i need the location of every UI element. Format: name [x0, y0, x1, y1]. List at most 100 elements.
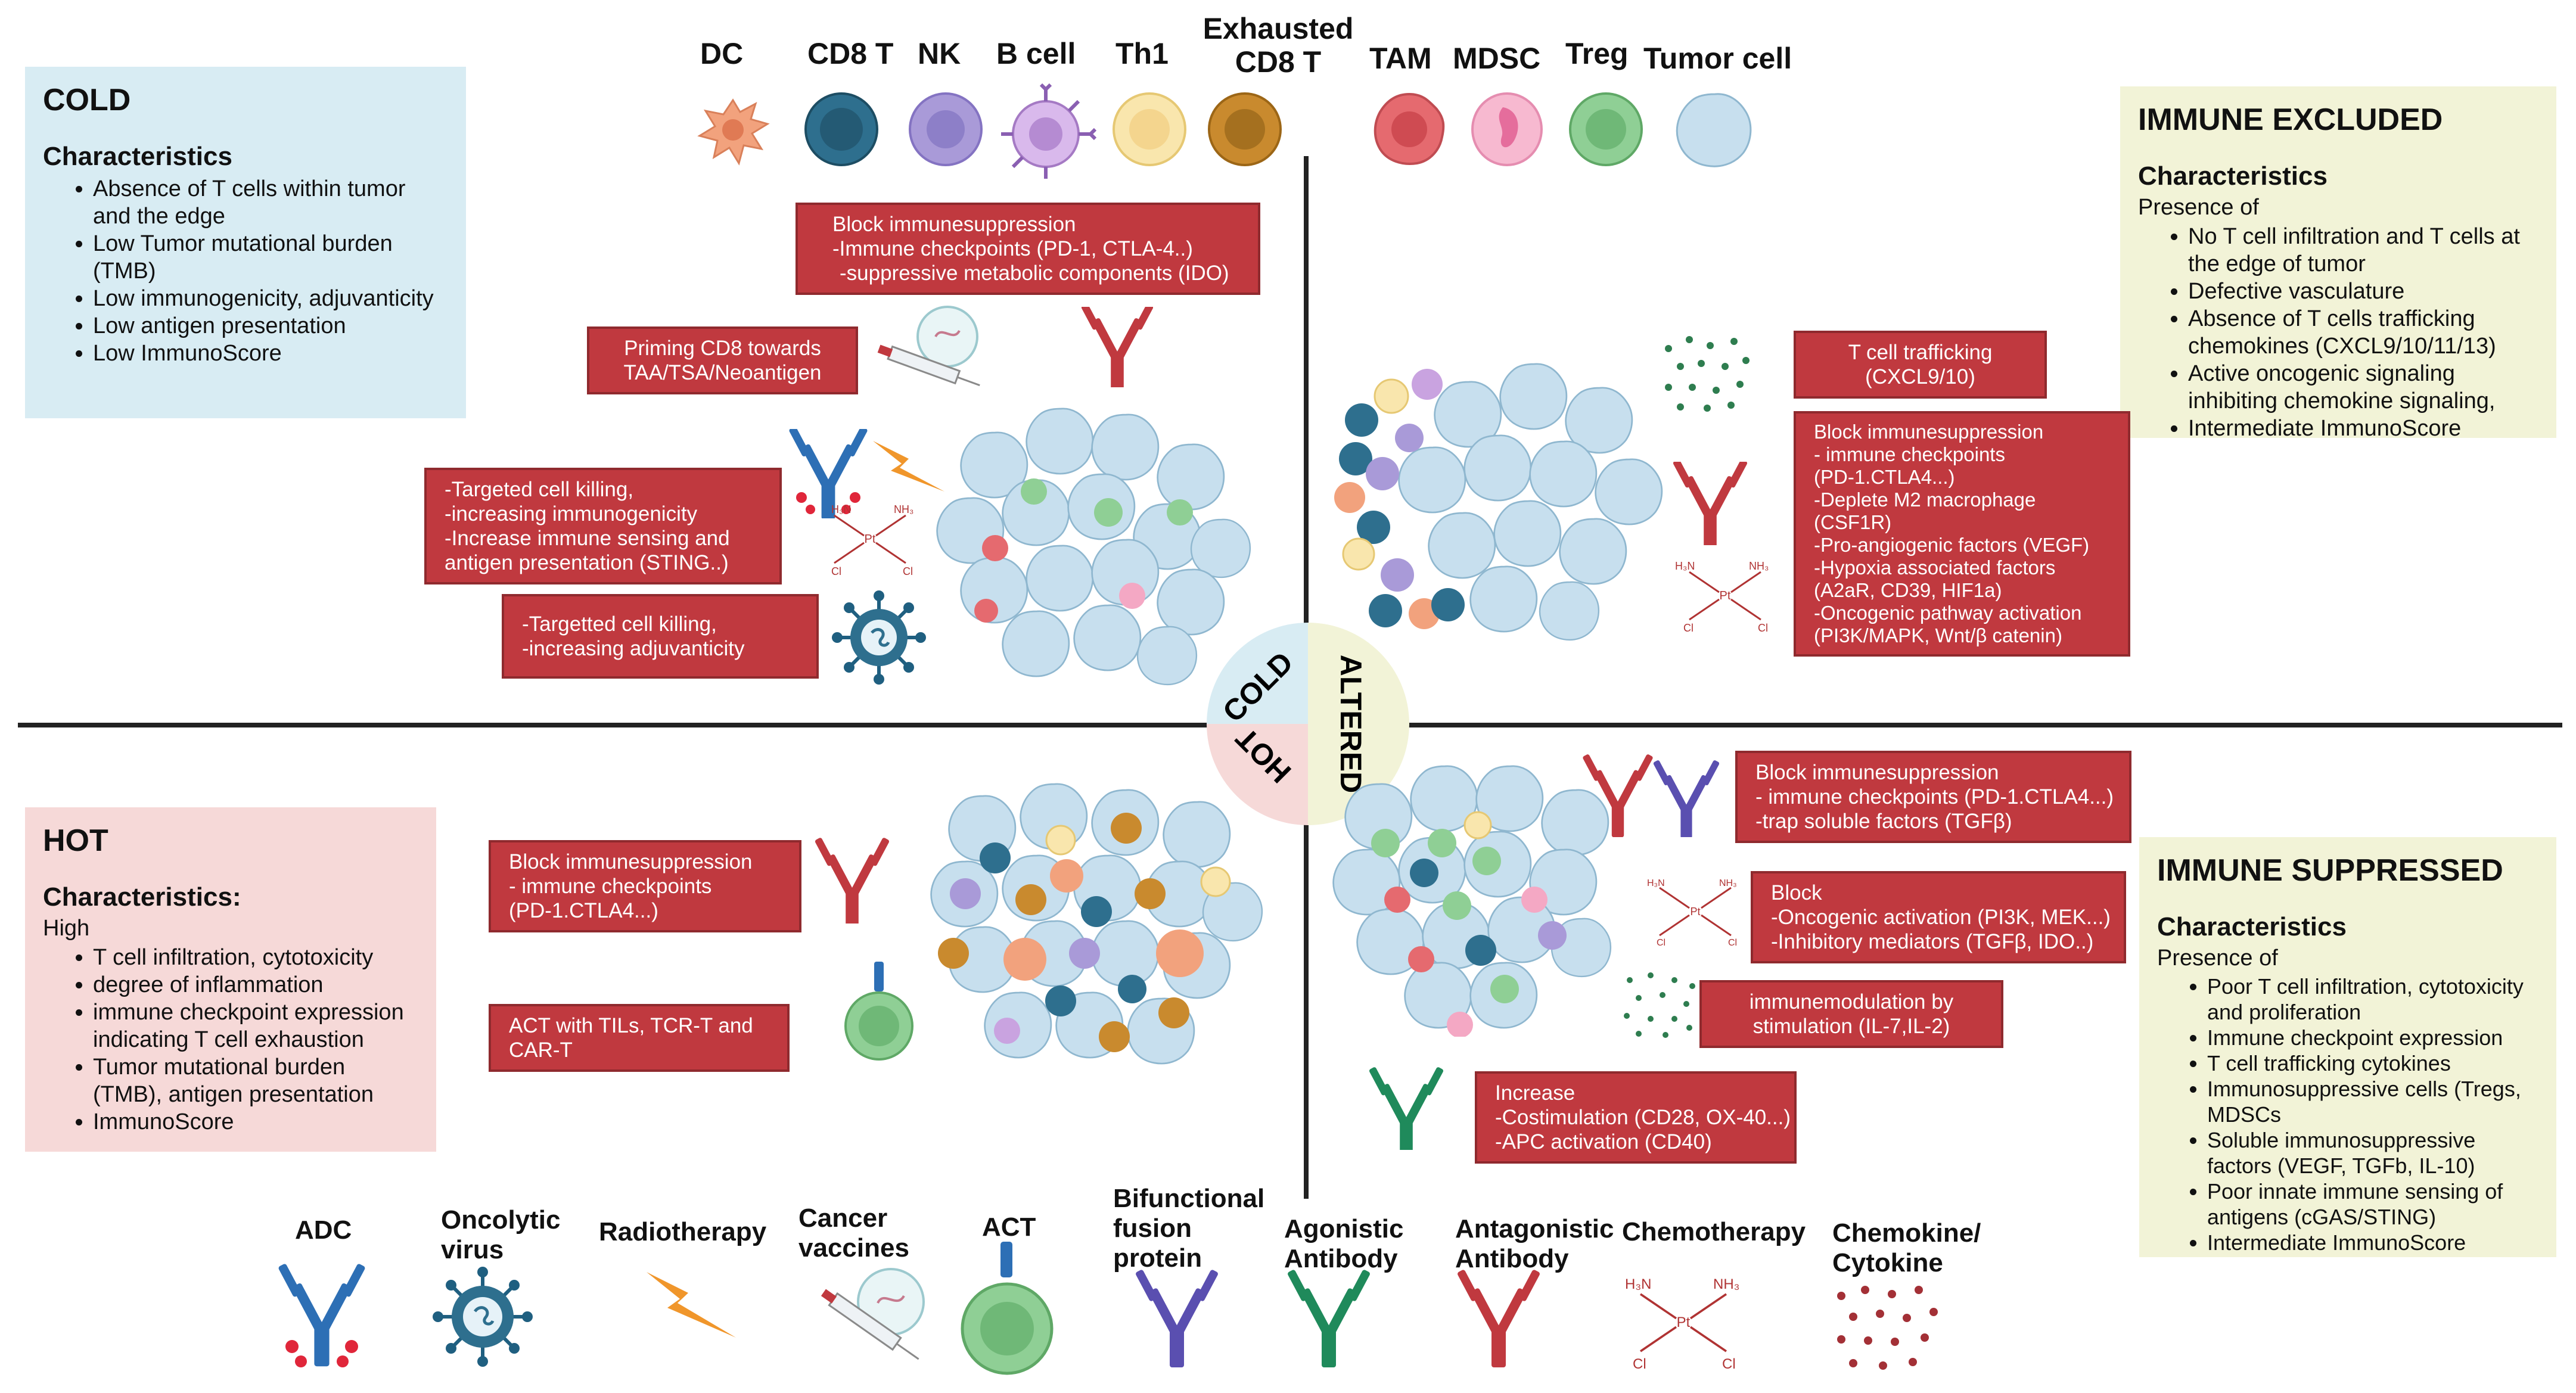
list-item: Intermediate ImmunoScore: [2188, 415, 2538, 442]
strategy-line: Block immunesuppression: [1814, 421, 2044, 443]
strategy-line: -Immune checkpoints (PD-1, CTLA-4..): [832, 237, 1193, 260]
chemo-h3n-label: H₃N: [831, 503, 851, 515]
suppressed-block-immunosuppression-box: Block immunesuppression - immune checkpo…: [1735, 751, 2131, 843]
strategy-line: TAA/TSA/Neoantigen: [623, 361, 822, 384]
strategy-line: -Pro-angiogenic factors (VEGF): [1814, 534, 2090, 556]
list-item: Immunosuppressive cells (Tregs, MDSCs: [2207, 1076, 2538, 1127]
chemo-cl-label: Cl: [1633, 1356, 1646, 1372]
hot-act-box: ACT with TILs, TCR-T and CAR-T: [489, 1004, 790, 1072]
list-item: Active oncogenic signaling inhibiting ch…: [2188, 360, 2538, 415]
strategy-line: Block immunesuppression: [1755, 761, 1999, 784]
list-item: No T cell infiltration and T cells at th…: [2188, 223, 2538, 278]
suppressed-tumor-cluster: [1332, 765, 1612, 1037]
strategy-line: stimulation (IL-7,IL-2): [1752, 1015, 1950, 1038]
hot-title: HOT: [43, 823, 108, 858]
immune-excluded-subtitle: Presence of: [2138, 195, 2259, 220]
strategy-line: -Hypoxia associated factors: [1814, 556, 2056, 579]
chemo-pt-label: Pt: [1677, 1314, 1691, 1330]
strategy-line: (PD-1.CTLA4...): [509, 899, 658, 922]
strategy-line: (CSF1R): [1814, 511, 1892, 533]
exhausted-cd8-t-cell-icon: [1208, 92, 1282, 166]
legend-label-cancer-vaccines: Cancer vaccines: [798, 1204, 909, 1263]
strategy-line: -APC activation (CD40): [1495, 1130, 1712, 1153]
list-item: Low Tumor mutational burden (TMB): [93, 230, 448, 285]
strategy-line: -suppressive metabolic components (IDO): [840, 262, 1229, 285]
oncolytic-virus-icon: [433, 1267, 533, 1367]
legend-label-chemokine-cytokine: Chemokine/ Cytokine: [1832, 1218, 1981, 1277]
cancer-vaccine-icon: [821, 1268, 925, 1360]
suppressed-block-oncogenic-box: Block -Oncogenic activation (PI3K, MEK..…: [1751, 871, 2126, 963]
chemokine-cytokine-icon: [1624, 972, 1695, 1038]
cold-targeted-killing-adjuvanticity-box: -Targetted cell killing, -increasing adj…: [502, 594, 819, 679]
list-item: Soluble immunosuppressive factors (VEGF,…: [2207, 1127, 2538, 1179]
cell-label-tumor-cell: Tumor cell: [1643, 42, 1792, 75]
cell-label-treg: Treg: [1565, 37, 1629, 70]
chemotherapy-icon: Pt H₃N NH₃ Cl Cl: [1625, 1276, 1739, 1372]
strategy-line: (A2aR, CD39, HIF1a): [1814, 579, 2002, 601]
cold-title: COLD: [43, 83, 131, 117]
cell-label-dc: DC: [700, 37, 744, 70]
list-item: Defective vasculature: [2188, 278, 2538, 305]
mdsc-icon: [1471, 92, 1543, 166]
excluded-t-cell-trafficking-box: T cell trafficking (CXCL9/10): [1794, 331, 2047, 399]
list-item: Low immunogenicity, adjuvanticity: [93, 285, 448, 312]
list-item: Low ImmunoScore: [93, 340, 448, 367]
legend-label-chemotherapy: Chemotherapy: [1622, 1217, 1806, 1246]
immune-suppressed-subtitle: Presence of: [2157, 946, 2278, 971]
chemo-cl-label: Cl: [831, 565, 841, 577]
chemo-pt-label: Pt: [1690, 906, 1700, 918]
cell-label-tam: TAM: [1369, 42, 1432, 75]
strategy-line: -Targetted cell killing,: [522, 612, 717, 636]
excluded-block-immunosuppression-box: Block immunesuppression - immune checkpo…: [1794, 411, 2130, 657]
strategy-line: -increasing adjuvanticity: [522, 637, 745, 660]
strategy-line: Block: [1771, 881, 1822, 904]
act-icon: [961, 1242, 1054, 1375]
list-item: T cell trafficking cytokines: [2207, 1050, 2538, 1076]
strategy-line: - immune checkpoints (PD-1.CTLA4...): [1755, 785, 2114, 809]
nk-cell-icon: [909, 92, 983, 166]
strategy-line: Priming CD8 towards: [624, 337, 821, 360]
cold-targeted-killing-box: -Targeted cell killing, -increasing immu…: [424, 468, 782, 584]
act-icon: [844, 962, 913, 1061]
cell-label-nk: NK: [918, 37, 961, 70]
chemokine-cytokine-icon: [1837, 1286, 1938, 1370]
antagonistic-antibody-icon: [1672, 462, 1748, 545]
hot-characteristics-panel: HOT Characteristics: High T cell infiltr…: [25, 807, 436, 1152]
list-item: Low antigen presentation: [93, 312, 448, 340]
cold-characteristics-heading: Characteristics: [43, 142, 232, 171]
strategy-line: T cell trafficking: [1848, 341, 1993, 364]
treg-icon: [1569, 92, 1643, 166]
strategy-line: (PI3K/MAPK, Wnt/β catenin): [1814, 624, 2062, 646]
center-quadrant-circle: COLD ALTERED HOT: [1207, 623, 1409, 825]
list-item: T cell infiltration, cytotoxicity: [93, 944, 418, 971]
suppressed-increase-costimulation-box: Increase -Costimulation (CD28, OX-40...)…: [1475, 1071, 1797, 1164]
tam-icon: [1374, 92, 1445, 165]
strategy-line: -trap soluble factors (TGFβ): [1755, 810, 2012, 833]
hot-block-immunosuppression-box: Block immunesuppression - immune checkpo…: [489, 840, 801, 932]
cold-priming-box: Priming CD8 towards TAA/TSA/Neoantigen: [587, 327, 858, 394]
chemotherapy-icon: Pt H₃N NH₃ Cl Cl: [1675, 560, 1769, 634]
immune-suppressed-characteristics-panel: IMMUNE SUPPRESSED Characteristics Presen…: [2139, 837, 2556, 1257]
strategy-line: Block immunesuppression: [832, 213, 1076, 236]
immune-suppressed-characteristics-heading: Characteristics: [2157, 912, 2347, 941]
antagonistic-antibody-icon: [1082, 307, 1153, 387]
legend-label-radiotherapy: Radiotherapy: [599, 1217, 767, 1246]
immune-suppressed-title: IMMUNE SUPPRESSED: [2157, 853, 2503, 888]
hot-tumor-cluster: [930, 783, 1263, 1065]
strategy-line: -Oncogenic pathway activation: [1814, 602, 2082, 624]
list-item: Immune checkpoint expression: [2207, 1025, 2538, 1050]
legend-label-antagonistic-antibody: Antagonistic Antibody: [1455, 1214, 1614, 1273]
list-item: Tumor mutational burden (TMB), antigen p…: [93, 1053, 418, 1108]
oncolytic-virus-icon: [832, 590, 926, 685]
immune-excluded-characteristics-heading: Characteristics: [2138, 161, 2328, 191]
strategy-line: -Deplete M2 macrophage: [1814, 489, 2036, 511]
strategy-line: CAR-T: [509, 1038, 573, 1062]
strategy-line: -Inhibitory mediators (TGFβ, IDO..): [1771, 930, 2094, 953]
agonistic-antibody-icon: [1287, 1269, 1371, 1367]
chemo-nh3-label: NH₃: [1719, 878, 1737, 888]
chemo-cl-label: Cl: [903, 565, 913, 577]
list-item: Poor T cell infiltration, cytotoxicity a…: [2207, 974, 2538, 1025]
list-item: immune checkpoint expression indicating …: [93, 999, 418, 1053]
tumor-cell-icon: [1676, 93, 1752, 167]
strategy-line: - immune checkpoints: [1814, 443, 2005, 465]
